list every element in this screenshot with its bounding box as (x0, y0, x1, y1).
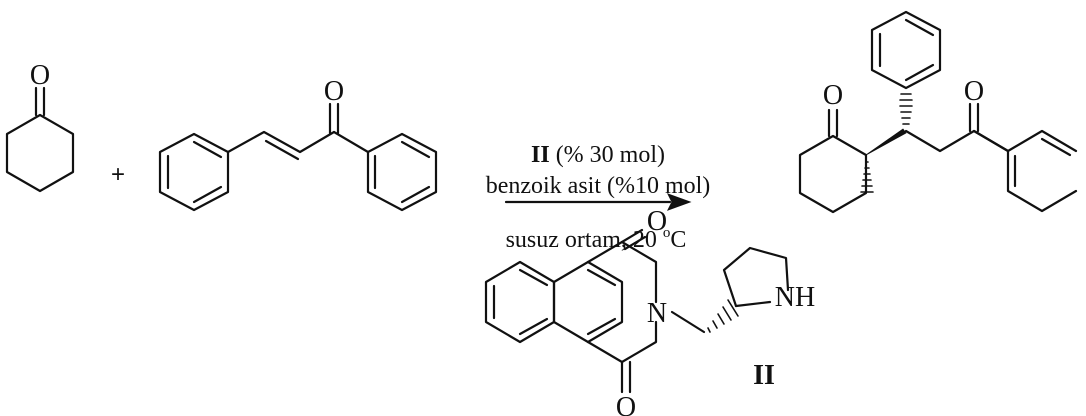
hashed-stereo-bond-ring (860, 161, 874, 193)
medium-prefix: susuz ortam, 20 (506, 227, 663, 253)
temperature-unit: C (670, 227, 686, 253)
plus-sign: + (111, 161, 125, 188)
catalyst-ii-structure: O O N NH II (484, 206, 815, 416)
imide-oxygen-bottom-label: O (616, 392, 636, 416)
additive-condition: benzoik asit (%10 mol) (486, 173, 711, 199)
imide-nitrogen-label: N (647, 298, 667, 329)
reaction-arrow (504, 193, 692, 211)
product-carbonyl-oxygen-label: O (964, 76, 984, 107)
chalcone: O (158, 76, 438, 212)
imide-oxygen-top-label: O (647, 206, 667, 237)
catalyst-condition: II (% 30 mol) (531, 142, 665, 168)
catalyst-ref: II (531, 142, 550, 168)
product-ketone-oxygen-label: O (823, 80, 843, 111)
hashed-stereo-bond-phenyl (899, 93, 913, 125)
chalcone-oxygen-label: O (324, 76, 344, 107)
michael-adduct-product: O O (798, 10, 1078, 214)
degree-sign: o (663, 225, 671, 241)
medium-condition: susuz ortam, 20 oC (506, 225, 687, 253)
cyclohexanone: O (5, 60, 75, 193)
hashed-stereo-bond-catalyst (707, 299, 739, 333)
pyrrolidine-nh-label: NH (775, 282, 815, 313)
catalyst-ii-label: II (753, 360, 775, 391)
cyclohexanone-oxygen-label: O (30, 60, 50, 91)
catalyst-amount: (% 30 mol) (550, 142, 665, 168)
